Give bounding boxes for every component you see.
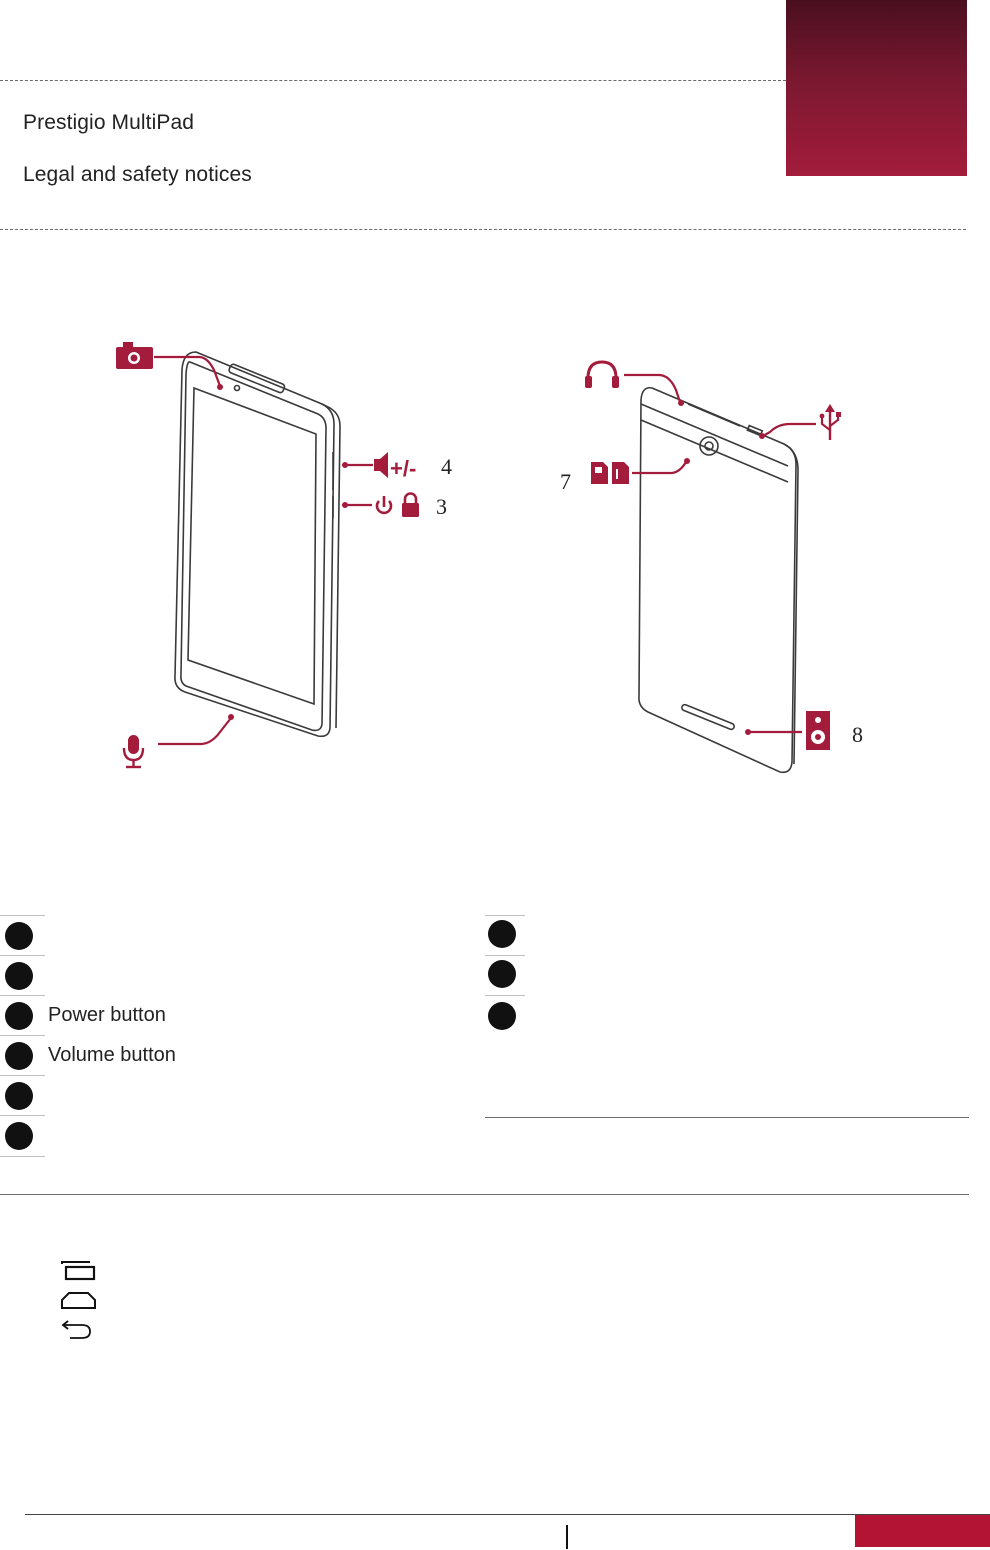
- footer-separator: [566, 1525, 568, 1549]
- lock-icon: [402, 492, 419, 517]
- volume-symbol: +/-: [390, 456, 416, 481]
- number-badge: [5, 1042, 33, 1070]
- list-item: [0, 1075, 45, 1116]
- sim-card-icon: [591, 462, 629, 484]
- footer-rule: [25, 1514, 990, 1515]
- recent-apps-icon: [61, 1261, 96, 1281]
- volume-icon: [374, 452, 388, 478]
- callout-number-card: 7: [560, 469, 571, 494]
- list-item: Power button: [0, 995, 166, 1036]
- list-item: [0, 955, 45, 996]
- microphone-icon: [122, 735, 145, 769]
- back-icon: [61, 1320, 91, 1339]
- number-badge: [488, 1002, 516, 1030]
- product-name: Prestigio MultiPad: [23, 111, 195, 134]
- component-label: Power button: [48, 1004, 166, 1026]
- footer-accent-bar: [855, 1515, 990, 1547]
- list-item: Volume button: [0, 1035, 176, 1076]
- tablet-front-illustration: +/- 4 3: [116, 342, 452, 769]
- number-badge: [488, 920, 516, 948]
- component-label: Volume button: [48, 1044, 176, 1066]
- number-badge: [5, 962, 33, 990]
- header-divider-bottom: [0, 229, 966, 230]
- number-badge: [5, 1002, 33, 1030]
- section-title: Legal and safety notices: [23, 163, 252, 186]
- list-item: [485, 995, 525, 1036]
- section-tab-block: [786, 0, 967, 176]
- list-item: [485, 955, 525, 996]
- number-badge: [5, 1082, 33, 1110]
- header-divider-top: [0, 80, 786, 81]
- number-badge: [5, 1122, 33, 1150]
- speaker-icon: [806, 711, 830, 750]
- list-item: [485, 915, 525, 956]
- home-icon: [61, 1292, 96, 1309]
- number-badge: [5, 922, 33, 950]
- list-divider: [485, 1117, 969, 1118]
- callout-number-power: 3: [436, 494, 447, 519]
- list-item: [0, 915, 45, 956]
- headphone-icon: [585, 360, 619, 388]
- list-item: [0, 1115, 45, 1157]
- callout-number-speaker: 8: [852, 722, 863, 747]
- tablet-back-illustration: 7 8: [560, 360, 863, 774]
- number-badge: [488, 960, 516, 988]
- front-camera-icon: [116, 342, 153, 369]
- usb-icon: [819, 404, 841, 440]
- callout-number-volume: 4: [441, 454, 452, 479]
- section-divider: [0, 1194, 969, 1195]
- power-icon: [375, 496, 393, 515]
